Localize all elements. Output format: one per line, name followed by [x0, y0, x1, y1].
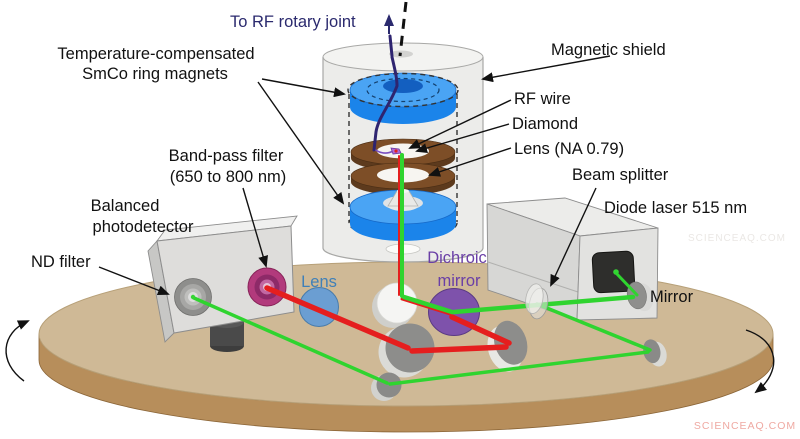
label-diamond: Diamond [512, 115, 578, 133]
rotation-arrow-left-icon [5, 320, 30, 382]
label-magnets-line2: SmCo ring magnets [82, 65, 228, 83]
arrow-magnetic-shield-icon [481, 55, 611, 83]
label-nd-filter: ND filter [31, 253, 91, 271]
red-fluorescence-beams [264, 155, 512, 354]
arrow-magnet-bottom-icon [257, 81, 345, 205]
label-balanced-line1: Balanced [91, 197, 160, 215]
label-magnets-line1: Temperature-compensated [57, 45, 254, 63]
watermark-faint: SCIENCEAQ.COM [688, 233, 786, 244]
label-balanced-line2: photodetector [93, 218, 194, 236]
label-rf-wire: RF wire [514, 90, 571, 108]
balanced-photodetector-box [147, 215, 298, 343]
arrow-beam-splitter-icon [550, 187, 597, 287]
arrow-diamond-icon [415, 123, 510, 153]
label-diode-laser: Diode laser 515 nm [604, 199, 747, 217]
reference-mirror [643, 339, 667, 367]
leader-arrows [98, 55, 611, 296]
arrow-bandpass-icon [242, 187, 268, 268]
label-dichroic-line2: mirror [437, 272, 481, 290]
arrow-lens-na-icon [428, 147, 512, 177]
label-dichroic-line1: Dichroic [427, 249, 487, 267]
rotation-arrow-right-icon [745, 329, 775, 394]
label-beam-splitter: Beam splitter [572, 166, 669, 184]
label-bandpass-line2: (650 to 800 nm) [170, 168, 286, 186]
watermark: SCIENCEAQ.COM [694, 420, 796, 432]
label-mirror: Mirror [650, 288, 694, 306]
ring-magnet-top [349, 72, 457, 124]
beam-splitter [525, 283, 549, 320]
label-lens: Lens [301, 273, 337, 291]
label-rf-rotary-joint: To RF rotary joint [230, 13, 356, 31]
arrow-rf-wire-icon [408, 99, 512, 149]
label-lens-na: Lens (NA 0.79) [514, 140, 624, 158]
rotation-axis-dashed [398, 1, 408, 57]
arrow-magnet-top-icon [261, 78, 346, 98]
rf-wire [372, 34, 399, 152]
arrow-nd-filter-icon [98, 266, 170, 296]
label-magnetic-shield: Magnetic shield [551, 41, 666, 59]
green-laser-beams [190, 153, 652, 386]
label-bandpass-line1: Band-pass filter [169, 147, 284, 165]
